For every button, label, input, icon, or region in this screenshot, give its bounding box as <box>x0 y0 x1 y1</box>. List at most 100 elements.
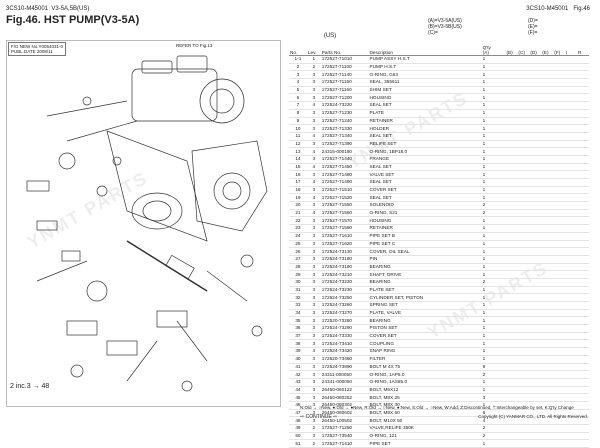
part-qty-a: 1 <box>481 339 506 349</box>
part-no: 39 <box>289 347 307 356</box>
part-no: 26 <box>289 247 307 256</box>
qty-empty-cell <box>505 324 518 333</box>
col-b: (B) <box>505 45 518 56</box>
part-no: 23 <box>289 224 307 233</box>
qty-empty-cell <box>565 124 577 133</box>
part-level: 3 <box>306 263 321 272</box>
model-legend-abc: (A)=V3-5A(US) (B)=V3-5B(US) (C)= <box>428 18 462 36</box>
publish-date-line: PUBL.DATE 2008/11 <box>11 49 53 54</box>
part-description: RETAINER <box>368 224 482 233</box>
qty-empty-cell <box>577 286 589 295</box>
part-qty-a: 2 <box>481 424 506 433</box>
legend-a: (A)=V3-5A(US) <box>428 18 462 24</box>
qty-empty-cell <box>517 155 530 164</box>
qty-empty-cell <box>505 401 518 410</box>
qty-empty-cell <box>517 232 530 241</box>
qty-empty-cell <box>517 278 530 287</box>
qty-empty-cell <box>505 378 518 387</box>
qty-empty-cell <box>517 301 530 310</box>
qty-empty-cell <box>505 186 518 195</box>
part-level: 3 <box>306 339 321 349</box>
continue-link[interactable]: ⇨ CONTINUE ⇨ <box>300 414 338 420</box>
qty-empty-cell <box>517 363 530 372</box>
part-no: 14 <box>289 155 307 164</box>
part-no: 36 <box>289 324 307 333</box>
part-description: COVER, OIL SEAL <box>368 247 482 256</box>
part-level: 3 <box>306 293 321 302</box>
qty-empty-cell <box>565 324 577 333</box>
part-qty-a: 1 <box>481 117 506 126</box>
qty-empty-cell <box>517 439 530 448</box>
qty-empty-cell <box>565 70 577 80</box>
part-level: 3 <box>306 170 321 179</box>
col-e: (E) <box>541 45 554 56</box>
part-number: 172527-71580 <box>320 224 369 233</box>
qty-empty-cell <box>577 117 589 126</box>
qty-empty-cell <box>529 216 542 226</box>
part-no: 15 <box>289 163 307 172</box>
part-level: 4 <box>306 101 321 110</box>
qty-empty-cell <box>553 216 566 226</box>
qty-empty-cell <box>505 339 518 349</box>
part-level: 3 <box>306 270 321 279</box>
qty-empty-cell <box>505 363 518 372</box>
qty-empty-cell <box>541 209 554 218</box>
part-description: O-RING, 1AS85.0 <box>368 378 482 387</box>
part-qty-a: 1 <box>481 378 506 387</box>
qty-empty-cell <box>517 209 530 218</box>
part-description: SPRING SET <box>368 301 482 310</box>
part-level: 4 <box>306 132 321 141</box>
qty-empty-cell <box>541 347 554 356</box>
part-number: 172524-73290 <box>320 324 369 333</box>
qty-empty-cell <box>517 224 530 233</box>
qty-empty-cell <box>577 147 589 156</box>
qty-empty-cell <box>529 170 542 179</box>
qty-empty-cell <box>565 232 577 241</box>
part-number: 172527-71330 <box>320 124 369 133</box>
qty-empty-cell <box>505 224 518 233</box>
qty-empty-cell <box>577 255 589 264</box>
part-description: COVER SET <box>368 186 482 195</box>
part-description: FRANGE <box>368 155 482 164</box>
part-no: 30 <box>289 278 307 287</box>
part-no: 31 <box>289 286 307 295</box>
part-number: 172527-71440 <box>320 155 369 164</box>
qty-empty-cell <box>505 278 518 287</box>
qty-empty-cell <box>505 301 518 310</box>
part-level: 4 <box>306 147 321 156</box>
qty-empty-cell <box>565 101 577 110</box>
part-number: 172524-73220 <box>320 101 369 110</box>
qty-empty-cell <box>505 132 518 141</box>
part-level: 2 <box>306 63 321 72</box>
qty-empty-cell <box>577 363 589 372</box>
part-number: 172527-71010 <box>320 55 369 64</box>
part-no: 3 <box>289 70 307 80</box>
qty-empty-cell <box>517 339 530 349</box>
part-description: BEARING <box>368 263 482 272</box>
part-description: O-RING, 1BP18.0 <box>368 147 482 156</box>
qty-empty-cell <box>553 132 566 141</box>
part-qty-a: 2 <box>481 201 506 210</box>
qty-empty-cell <box>517 393 530 402</box>
drive-shaft-line <box>126 240 208 292</box>
qty-empty-cell <box>565 170 577 179</box>
part-description: O-RING, 1AP5.0 <box>368 370 482 379</box>
qty-empty-cell <box>541 409 554 418</box>
part-number: 172527-71450 <box>320 163 369 172</box>
qty-empty-cell <box>529 147 542 156</box>
qty-empty-cell <box>517 117 530 126</box>
part-qty-a: 1 <box>481 140 506 149</box>
part-qty-a: 1 <box>481 216 506 226</box>
qty-empty-cell <box>505 309 518 318</box>
part-description: VALVE,RELIFE 350K <box>368 424 482 433</box>
qty-empty-cell <box>529 301 542 310</box>
qty-empty-cell <box>517 101 530 110</box>
qty-empty-cell <box>529 370 542 379</box>
qty-empty-cell <box>565 378 577 387</box>
part-qty-a: 1 <box>481 247 506 256</box>
